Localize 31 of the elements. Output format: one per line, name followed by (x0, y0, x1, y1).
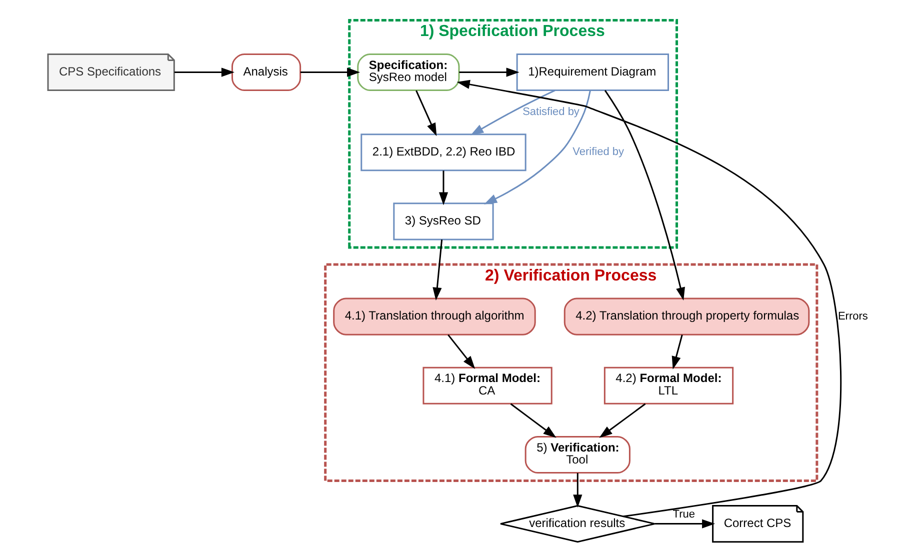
arrow (300, 68, 360, 77)
node-box: 5) Verification: Tool (524, 436, 630, 474)
arrow (672, 334, 683, 370)
arrow (604, 90, 685, 300)
node-box: 4.2) Formal Model: LTL (604, 366, 734, 404)
edge-label: Errors (838, 310, 868, 322)
arrow (654, 519, 716, 528)
arrow (432, 239, 443, 301)
node-box: Specification: SysReo model (357, 53, 460, 92)
arrow (416, 90, 437, 136)
node-diamond: verification results (500, 505, 656, 543)
arrow (448, 334, 476, 369)
arrow (470, 90, 556, 136)
arrow (510, 403, 556, 438)
arrow (438, 170, 448, 206)
arrow (459, 68, 520, 77)
node-box: 4.1) Translation through algorithm (333, 298, 536, 336)
arrow (174, 68, 234, 77)
node-box: 4.1) Formal Model: CA (422, 366, 552, 404)
edge-label: Verified by (572, 146, 624, 158)
node-box: 4.2) Translation through property formulas (564, 298, 810, 336)
node-box: 1)Requirement Diagram (516, 53, 669, 92)
node-box: 2.1) ExtBDD, 2.2) Reo IBD (360, 134, 526, 172)
arrow (484, 90, 591, 204)
node-box: 3) SysReo SD (393, 202, 494, 240)
arrow (573, 472, 582, 508)
node-box: Analysis (231, 53, 302, 92)
arrow (456, 80, 842, 518)
edge-label: Satisfied by (522, 106, 580, 118)
arrow (599, 403, 646, 438)
edge-label: True (672, 508, 695, 521)
